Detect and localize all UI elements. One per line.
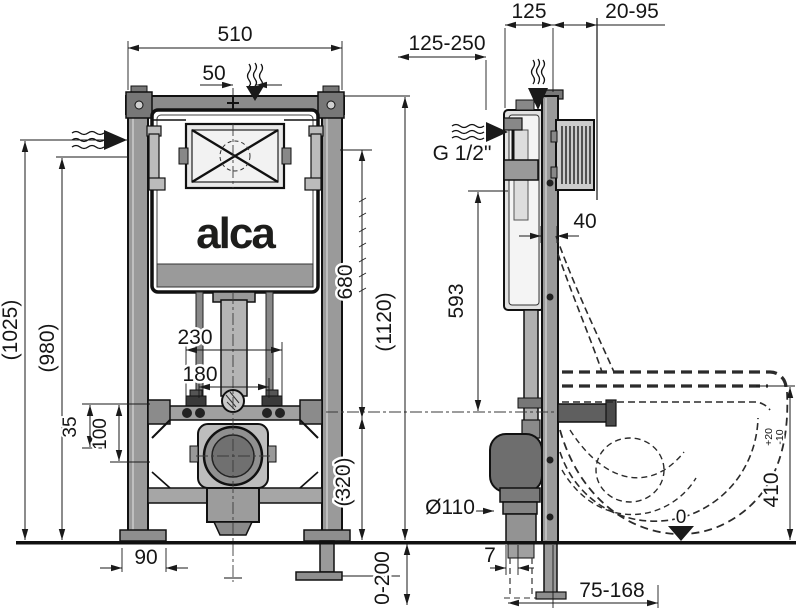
dim-label-75-168: 75-168 bbox=[579, 579, 644, 602]
dim-dia110: Ø110 bbox=[423, 494, 494, 522]
cistern: alca bbox=[150, 108, 320, 294]
dim-label-980: (980) bbox=[36, 323, 59, 372]
dim-320: (320) bbox=[330, 418, 366, 540]
dim-label-50: 50 bbox=[202, 62, 225, 85]
toilet-bowl-outline bbox=[555, 235, 789, 535]
side-foot bbox=[535, 541, 567, 600]
dim-35: 35 bbox=[58, 403, 150, 449]
dim-label-125-250: 125-250 bbox=[408, 32, 485, 55]
dim-label-40: 40 bbox=[573, 210, 596, 233]
dim-125: 125 bbox=[504, 0, 554, 108]
dim-1025: (1025) bbox=[0, 139, 128, 540]
dim-label-7: 7 bbox=[484, 544, 496, 567]
cistern-side bbox=[503, 99, 545, 311]
dim-label-593: 593 bbox=[445, 283, 468, 318]
dim-75-168: 75-168 bbox=[508, 545, 659, 608]
alca-logo: alca bbox=[196, 209, 276, 258]
center-plus-mark bbox=[227, 97, 239, 109]
dim-980: (980) bbox=[34, 156, 128, 540]
dim-410: 410 +20 -10 bbox=[756, 385, 795, 540]
dim-50: 50 bbox=[200, 60, 282, 97]
feet bbox=[119, 529, 351, 581]
dim-0-200-front: 0-200 bbox=[342, 544, 411, 607]
bowl-crossbar bbox=[147, 399, 323, 439]
side-view bbox=[326, 18, 789, 600]
cistern-side-pipes bbox=[146, 125, 324, 191]
dim-label-680: 680 bbox=[334, 264, 357, 299]
dim-40: 40 bbox=[519, 208, 599, 243]
dim-label-230: 230 bbox=[177, 326, 212, 349]
dim-20-95: 20-95 bbox=[553, 0, 665, 29]
dim-label-1025: (1025) bbox=[0, 300, 22, 361]
dim-label-410-tol-plus: +20 bbox=[763, 428, 775, 446]
water-supply-icon-side-top bbox=[528, 58, 548, 110]
dim-label-20-95: 20-95 bbox=[605, 0, 659, 23]
dim-230: 230 bbox=[175, 324, 283, 398]
bowl-connection-pipe bbox=[557, 399, 617, 427]
dim-label-g12: G 1/2" bbox=[433, 142, 492, 165]
floor-level-marker: 0 bbox=[668, 505, 694, 541]
front-view: alca bbox=[119, 85, 351, 582]
flush-pipe bbox=[212, 291, 256, 397]
drain-front bbox=[189, 423, 277, 536]
dim-label-320: (320) bbox=[332, 457, 355, 506]
dim-label-100: 100 bbox=[90, 418, 111, 450]
water-supply-icon-side-left bbox=[451, 122, 508, 142]
dim-100: 100 bbox=[88, 405, 150, 463]
dim-label-1120: (1120) bbox=[373, 292, 396, 351]
dim-label-0-200: 0-200 bbox=[371, 551, 394, 605]
adjustable-leg-extension bbox=[319, 540, 335, 573]
dim-593: 593 bbox=[443, 190, 508, 411]
dim-7: 7 bbox=[482, 542, 534, 575]
dim-90: 90 bbox=[100, 544, 188, 572]
floor-datum-triangle bbox=[668, 526, 694, 541]
dim-label-125: 125 bbox=[511, 0, 546, 23]
dim-510: 510 bbox=[127, 21, 343, 90]
dim-label-180: 180 bbox=[182, 363, 217, 386]
dim-label-90: 90 bbox=[134, 546, 157, 569]
dim-label-410-tol-minus: -10 bbox=[774, 429, 786, 444]
dim-g12: G 1/2" bbox=[430, 140, 494, 168]
inspection-opening bbox=[178, 122, 292, 190]
dim-1120: (1120) bbox=[344, 95, 410, 540]
dim-680: 680 bbox=[332, 149, 372, 418]
dim-180: 180 bbox=[180, 361, 270, 398]
floor-line bbox=[16, 541, 796, 545]
floor-level-label: 0 bbox=[676, 507, 687, 528]
dim-label-510: 510 bbox=[217, 23, 252, 46]
dim-label-35: 35 bbox=[60, 416, 81, 437]
dim-label-410: 410 bbox=[760, 472, 783, 507]
drain-elbow bbox=[489, 433, 543, 599]
flush-plate bbox=[550, 119, 595, 191]
water-inlet-fitting bbox=[503, 117, 539, 181]
dim-125-250: 125-250 bbox=[398, 30, 488, 110]
flush-pipe-side bbox=[517, 309, 545, 439]
dim-label-dia110: Ø110 bbox=[425, 496, 475, 519]
